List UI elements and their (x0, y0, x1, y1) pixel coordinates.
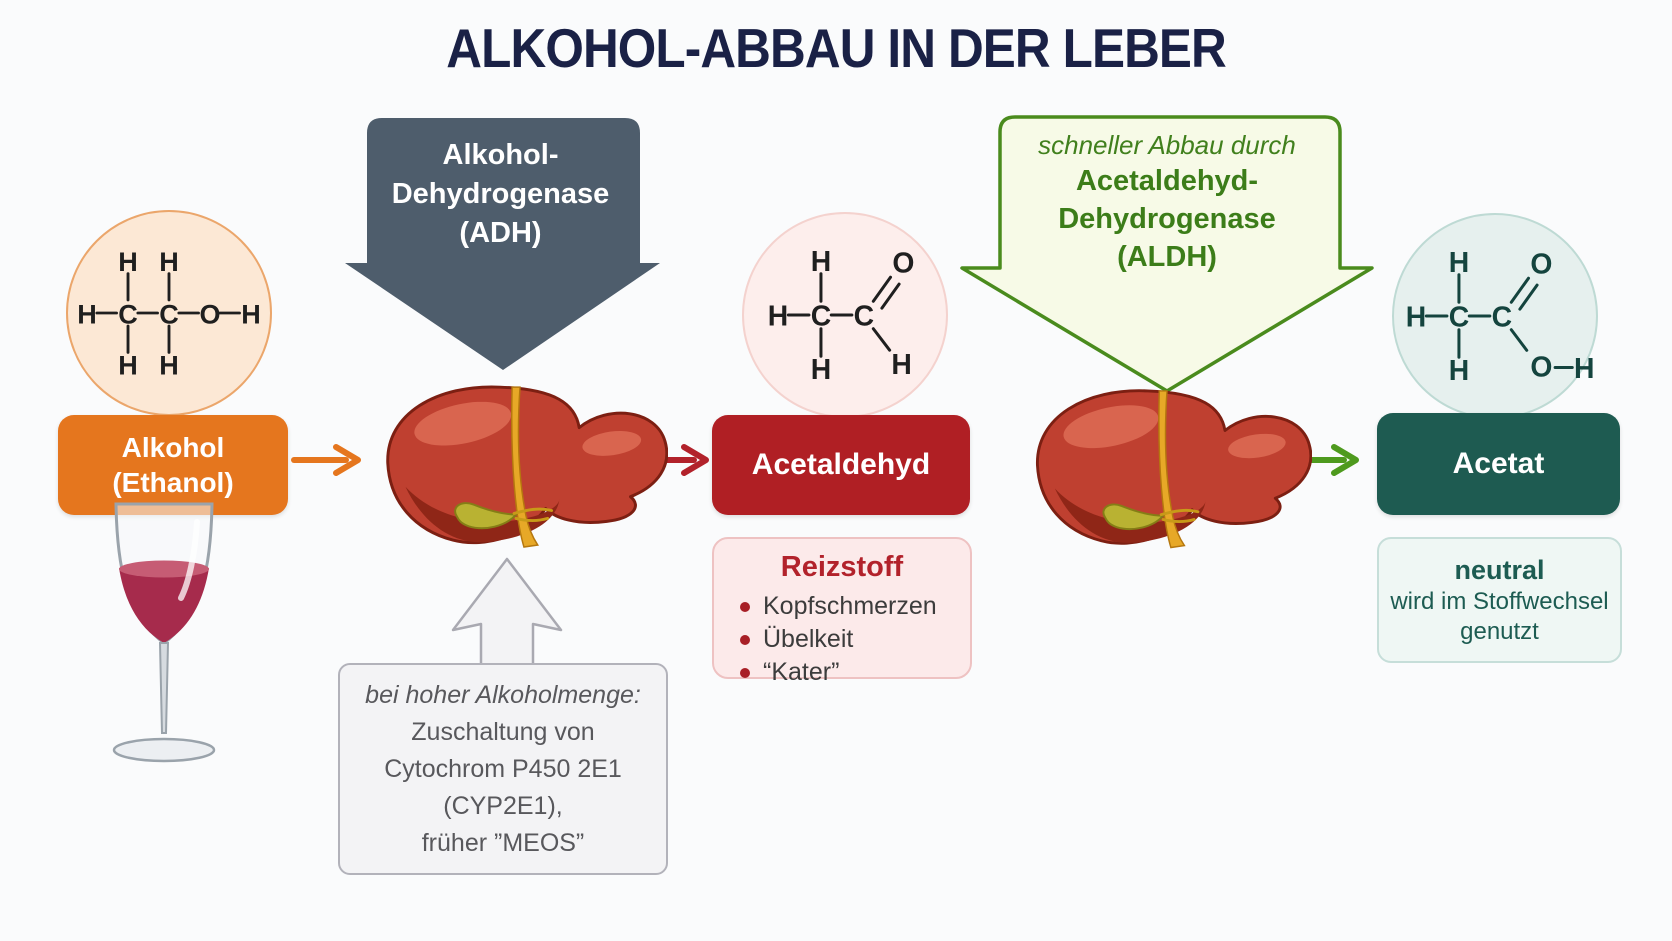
atom: O (199, 300, 220, 330)
bullet-dot-icon (740, 667, 750, 678)
acetaldehyd-box: Acetaldehyd (712, 415, 970, 515)
reizstoff-box: Reizstoff Kopfschmerzen Übelkeit “Kater” (712, 537, 972, 686)
ethanol-structure-circle: H H H C C O H H H (66, 210, 272, 416)
adh-enzyme-label: Alkohol- Dehydrogenase (ADH) (391, 139, 610, 249)
atom: H (118, 350, 138, 380)
alkohol-label-line2: (Ethanol) (112, 467, 234, 498)
atom: C (854, 301, 874, 333)
acetaldehyd-structure-circle: H H C C H O H (742, 212, 948, 418)
ethanol-structure: H H H C C O H H H (77, 247, 261, 380)
meos-line-1: bei hoher Alkoholmenge: (365, 680, 641, 709)
alkohol-label-line1: Alkohol (121, 432, 225, 463)
list-item: “Kater” (740, 656, 970, 689)
neutral-title: neutral (1454, 555, 1545, 585)
flow-arrow-alkohol-to-liver-icon (291, 444, 361, 476)
neutral-box: neutral wird im Stoffwechsel genutzt (1377, 537, 1622, 663)
atom: H (159, 247, 179, 277)
atom: H (241, 300, 261, 330)
list-item: Kopfschmerzen (740, 590, 970, 623)
bullet-dot-icon (740, 634, 750, 645)
adh-enzyme-arrow (345, 118, 660, 370)
list-item: Übelkeit (740, 623, 970, 656)
acetaldehyd-structure: H H C C H O H (768, 246, 915, 386)
acetaldehyd-label: Acetaldehyd (751, 448, 931, 481)
atom: H (1574, 353, 1594, 385)
aldh-enzyme-arrow (960, 115, 1374, 393)
atom: H (811, 354, 831, 386)
meos-line-5: früher ”MEOS” (421, 828, 585, 857)
wine-glass-illustration (112, 502, 216, 763)
aldh-intro: schneller Abbau durch (1038, 130, 1296, 160)
acetat-structure-circle: H H C C H O O H (1392, 213, 1598, 419)
atom: C (159, 300, 179, 330)
atom: O (892, 247, 914, 279)
atom: H (891, 349, 911, 381)
liver-illustration-1 (386, 385, 668, 549)
aldh-enzyme-label: schneller Abbau durch Acetaldehyd- Dehyd… (983, 128, 1351, 276)
atom: H (1449, 247, 1469, 279)
atom: C (118, 300, 138, 330)
atom: H (77, 300, 97, 330)
liver-illustration-2 (1035, 389, 1312, 549)
atom: C (1449, 302, 1469, 334)
meos-note-box: bei hoher Alkoholmenge: Zuschaltung von … (338, 663, 668, 875)
meos-line-3: Cytochrom P450 2E1 (384, 754, 622, 783)
atom: C (1492, 302, 1512, 334)
bullet-dot-icon (740, 601, 750, 612)
acetat-label: Acetat (1452, 447, 1545, 480)
atom: H (1406, 302, 1426, 334)
atom: H (159, 350, 179, 380)
atom: C (811, 301, 831, 333)
alkohol-ethanol-box: Alkohol (Ethanol) (58, 415, 288, 515)
meos-line-2: Zuschaltung von (411, 717, 595, 746)
atom: O (1530, 352, 1552, 384)
acetat-box: Acetat (1377, 413, 1620, 515)
atom: H (768, 301, 788, 333)
meos-line-4: (CYP2E1), (443, 791, 563, 820)
atom: O (1530, 248, 1552, 280)
reizstoff-title: Reizstoff (780, 551, 904, 583)
page-title: ALKOHOL-ABBAU IN DER LEBER (446, 17, 1226, 79)
atom: H (1449, 355, 1469, 387)
atom: H (811, 246, 831, 278)
acetat-structure: H H C C H O O H (1406, 247, 1595, 387)
atom: H (118, 247, 138, 277)
